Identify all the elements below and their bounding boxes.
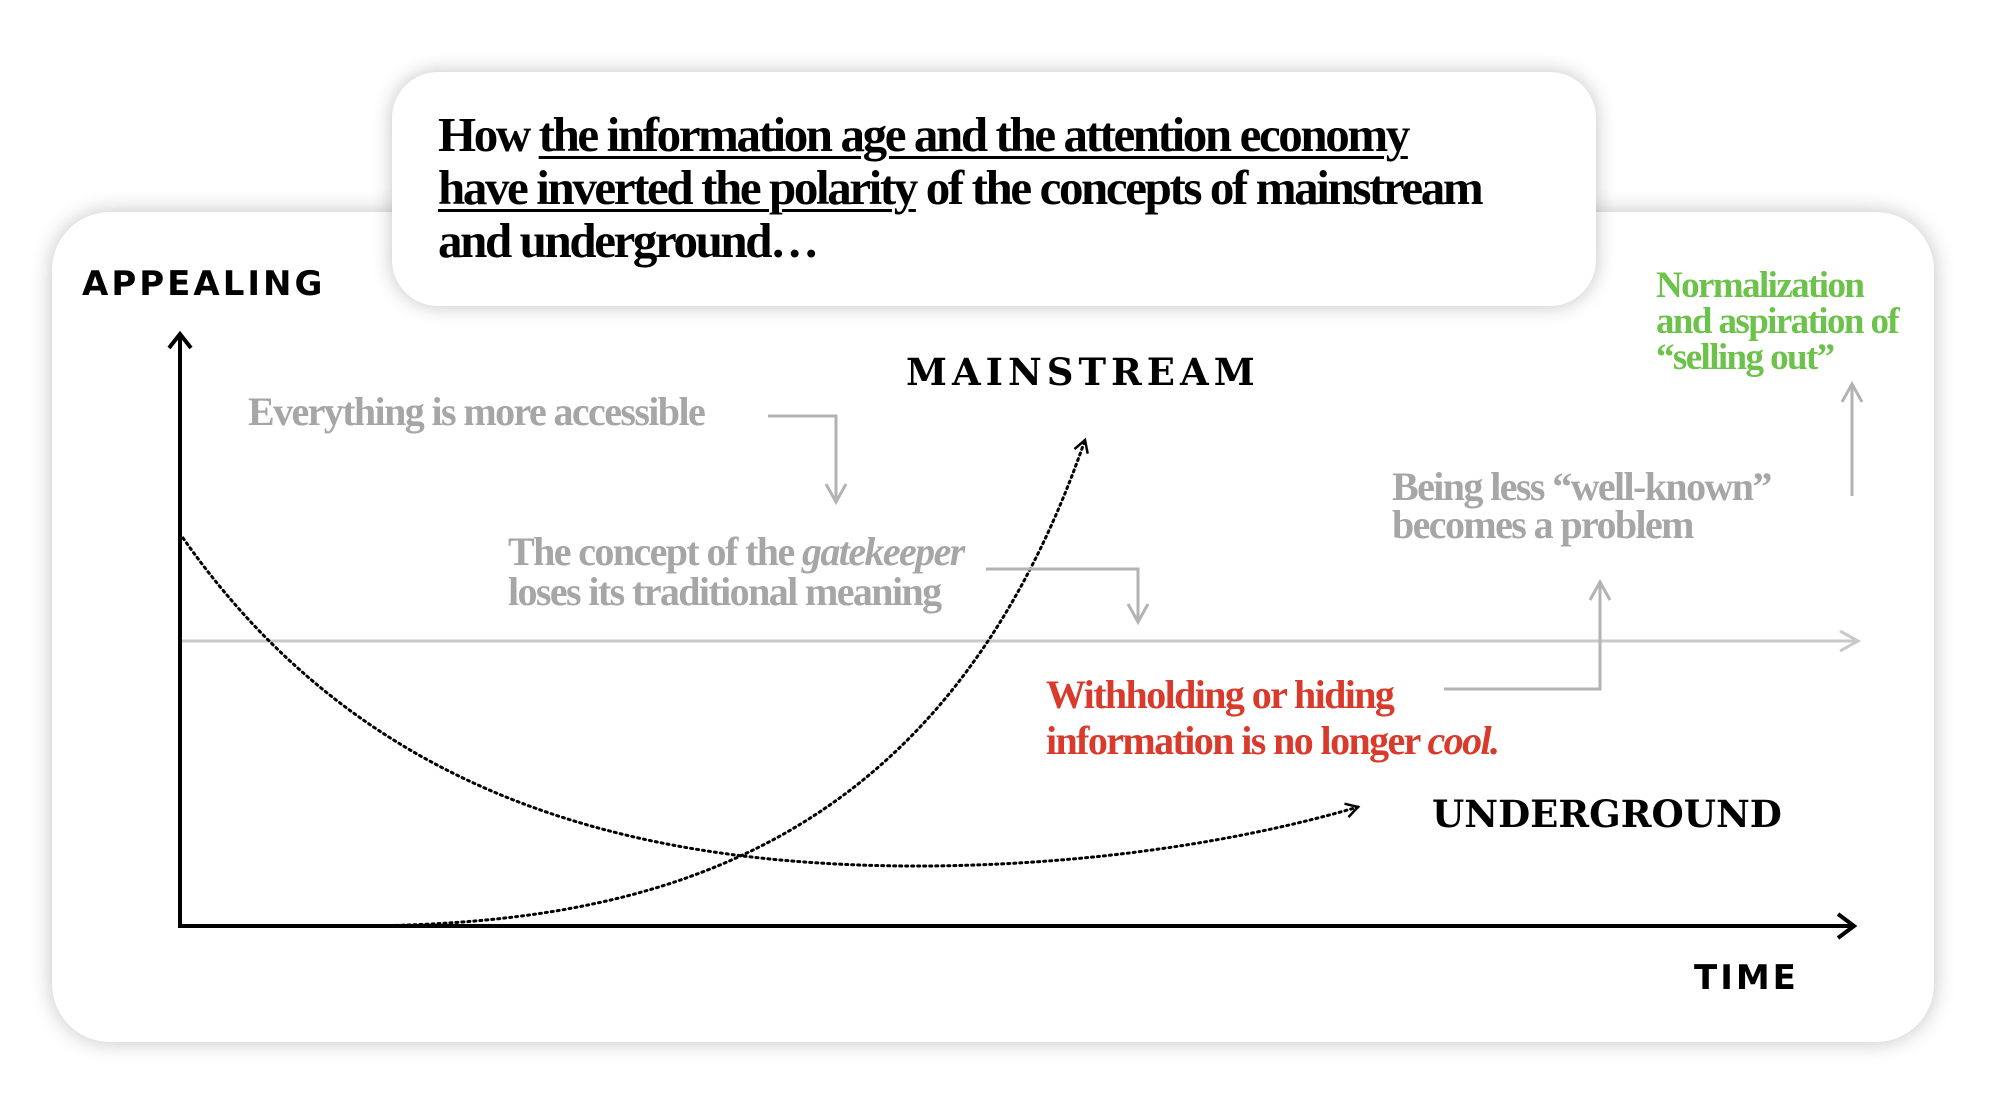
note-selling-out-line-1: Normalization (1656, 265, 1865, 306)
note-gatekeeper-pre: The concept of the (508, 529, 802, 574)
note-gatekeeper: The concept of the gatekeeper loses its … (508, 529, 965, 614)
y-axis-arrowhead (167, 330, 193, 350)
underground-label: UNDERGROUND (1432, 792, 1782, 836)
note-selling-out-line-3: “selling out” (1656, 337, 1835, 378)
title-part-4: of the concepts of mainstream (915, 160, 1484, 215)
note-selling-out: Normalization and aspiration of “selling… (1656, 265, 1900, 378)
mainstream-label: MAINSTREAM (906, 350, 1260, 394)
y-axis-label: APPEALING (82, 264, 326, 304)
title-underlined-1: the information age and the attention ec… (538, 107, 1411, 162)
note-withholding-line-1: Withholding or hiding (1046, 672, 1395, 717)
note-well-known: Being less “well-known” becomes a proble… (1392, 464, 1772, 547)
note-withholding-emphasis: cool. (1427, 718, 1500, 763)
note-well-known-line-2: becomes a problem (1392, 502, 1695, 547)
diagram-title: How the information age and the attentio… (438, 108, 1576, 267)
note-gatekeeper-line-2: loses its traditional meaning (508, 569, 942, 614)
title-underlined-2: have inverted the polarity (438, 160, 918, 215)
title-part-5: and underground… (438, 213, 819, 268)
title-part-1: How (438, 107, 539, 162)
note-accessible: Everything is more accessible (248, 389, 706, 434)
note-withholding-pre: information is no longer (1046, 718, 1428, 763)
note-withholding: Withholding or hiding information is no … (1046, 672, 1500, 764)
note-well-known-line-1: Being less “well-known” (1392, 464, 1772, 509)
gatekeeper-arrow (986, 567, 1150, 626)
mainstream-curve (358, 437, 1089, 928)
diagram-card (52, 212, 1934, 1042)
title-card: How the information age and the attentio… (392, 72, 1596, 306)
note-gatekeeper-emphasis: gatekeeper (802, 529, 965, 574)
underground-curve (181, 536, 1361, 868)
x-axis-arrowhead (1836, 912, 1858, 940)
x-axis-label: TIME (1694, 958, 1799, 998)
accessible-arrow (768, 414, 848, 506)
withholding-arrow (1444, 578, 1612, 691)
note-selling-out-line-2: and aspiration of (1656, 301, 1900, 342)
